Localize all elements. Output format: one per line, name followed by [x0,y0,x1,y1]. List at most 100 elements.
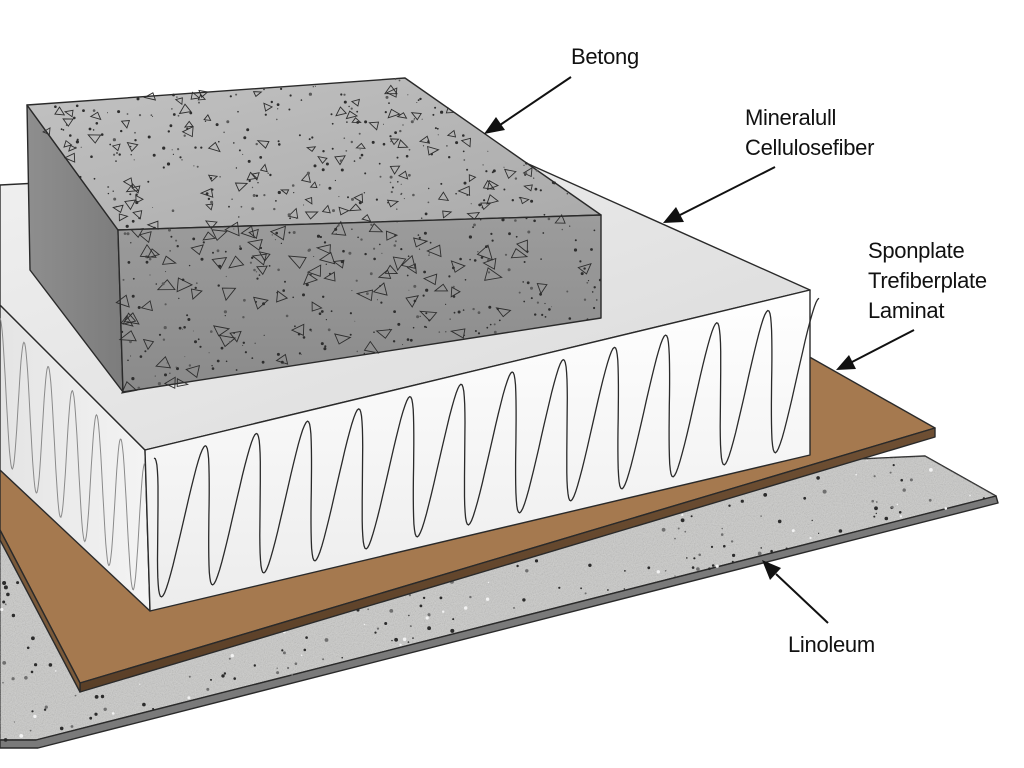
linoleum-speckle [873,515,876,518]
concrete-speckle [543,213,546,216]
linoleum-speckle [686,557,688,559]
linoleum-speckle [3,585,8,590]
linoleum-speckle [43,708,47,711]
concrete-speckle [237,110,239,113]
concrete-speckle [224,315,226,317]
linoleum-speckle [822,489,827,494]
concrete-aggregate [205,203,214,211]
concrete-speckle [389,175,393,179]
concrete-aggregate [202,231,217,241]
concrete-speckle [417,234,420,236]
concrete-speckle [373,331,375,334]
concrete-aggregate [332,259,345,269]
concrete-speckle [280,242,283,245]
concrete-speckle [171,209,175,212]
concrete-speckle [253,268,256,272]
linoleum-speckle [223,672,227,675]
linoleum-speckle [728,504,731,507]
concrete-speckle [288,108,291,111]
linoleum-speckle [294,662,298,665]
concrete-speckle [69,134,72,137]
concrete-aggregate [124,199,137,211]
concrete-speckle [480,219,482,221]
concrete-speckle [472,226,474,229]
concrete-speckle [257,182,259,184]
concrete-speckle [364,120,368,124]
concrete-speckle [518,197,521,199]
linoleum-speckle [674,537,676,540]
concrete-aggregate [287,207,299,219]
concrete-speckle [134,131,136,134]
concrete-aggregate [256,140,270,149]
concrete-speckle [187,318,191,321]
linoleum-speckle [715,564,719,568]
linoleum-speckle [11,677,15,681]
concrete-speckle [440,110,444,114]
concrete-speckle [438,331,441,333]
concrete-speckle [462,134,465,137]
linoleum-speckle [439,596,443,600]
linoleum-speckle [777,519,782,524]
concrete-speckle [405,154,409,158]
linoleum-speckle [558,586,561,589]
concrete-speckle [298,134,301,137]
linoleum-speckle [770,549,773,553]
concrete-speckle [350,107,353,110]
concrete-speckle [162,166,165,169]
linoleum-speckle [661,527,666,532]
linoleum-speckle [276,671,280,675]
concrete-speckle [192,237,196,241]
linoleum-speckle [723,544,726,548]
concrete-speckle [259,246,263,250]
linoleum-speckle [691,566,695,569]
concrete-aggregate [185,364,201,379]
concrete-speckle [130,145,132,148]
concrete-aggregate [139,243,157,258]
concrete-speckle [138,217,141,220]
concrete-speckle [169,372,171,374]
concrete-speckle [238,216,240,218]
concrete-speckle [468,235,472,239]
concrete-aggregate [355,142,366,149]
concrete-speckle [351,228,353,230]
linoleum-speckle [33,714,37,719]
concrete-speckle [147,135,151,139]
fiber-wave-side [0,318,146,591]
concrete-aggregate [334,333,352,345]
concrete-speckle [434,127,437,130]
linoleum-speckle [580,587,582,590]
linoleum-speckle [409,625,412,628]
concrete-speckle [526,250,529,253]
concrete-aggregate [486,194,500,205]
concrete-speckle [194,146,197,149]
concrete-speckle [118,153,121,156]
concrete-speckle [92,109,96,112]
concrete-speckle [79,175,82,179]
concrete-speckle [188,364,192,367]
fiber-wave-front [153,297,820,598]
concrete-speckle [535,169,538,172]
linoleum-speckle [11,613,16,618]
concrete-speckle [387,202,389,204]
concrete-speckle [583,267,586,270]
concrete-speckle [413,118,415,120]
concrete-speckle [379,175,382,178]
concrete-speckle [212,251,214,254]
concrete-speckle [172,93,175,97]
concrete-speckle [224,225,225,227]
concrete-aggregate [212,325,231,337]
concrete-speckle [280,360,284,364]
concrete-speckle [452,266,455,270]
concrete-aggregate [118,330,137,342]
concrete-speckle [217,284,220,287]
linoleum-speckle [74,694,77,697]
concrete-aggregate [131,185,141,194]
linoleum-speckle [26,646,30,650]
concrete-speckle [134,139,137,142]
concrete-speckle [583,298,587,301]
concrete-aggregate [112,204,124,214]
concrete-speckle [373,257,376,261]
concrete-speckle [175,366,177,368]
concrete-layer [26,77,602,394]
